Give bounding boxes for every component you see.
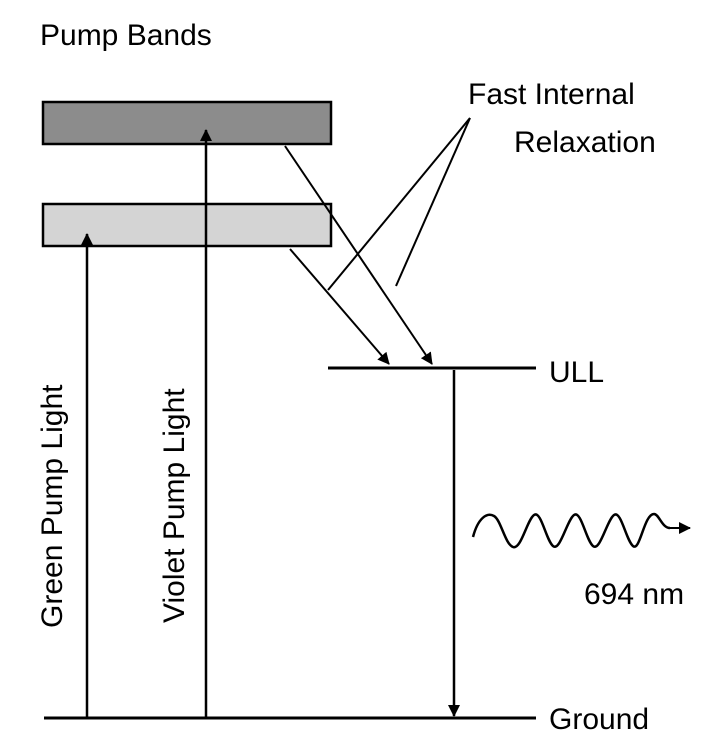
green-pump-light-label: Green Pump Light: [36, 384, 69, 628]
ull-label: ULL: [549, 356, 604, 389]
relaxation-pointer-line-2: [395, 117, 471, 287]
relaxation-pointer-line-1: [327, 117, 471, 291]
violet-pump-band: [41, 100, 333, 146]
relaxation-arrow-green: [289, 248, 390, 365]
relaxation-label: Relaxation: [514, 126, 656, 159]
pump-bands-label: Pump Bands: [40, 19, 212, 52]
emission-wavelength-label: 694 nm: [584, 578, 684, 611]
violet-pump-light-label: Violet Pump Light: [158, 388, 191, 623]
ground-label: Ground: [549, 703, 649, 736]
fast-internal-label: Fast Internal: [468, 78, 635, 111]
relaxation-arrow-violet: [284, 145, 433, 365]
wavy-arrow-icon: [471, 512, 671, 549]
